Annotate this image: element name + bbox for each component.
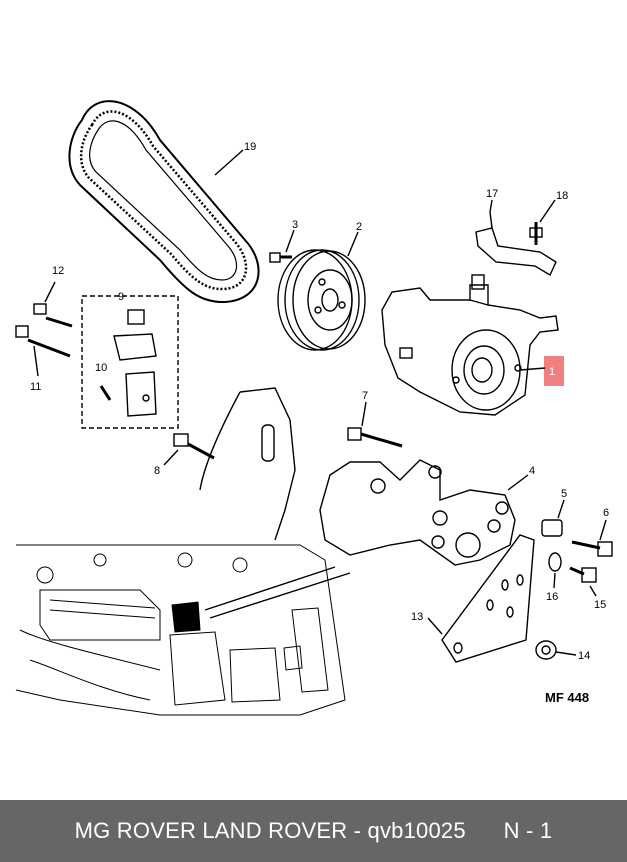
callout-12: 12 xyxy=(52,265,64,277)
callout-15: 15 xyxy=(594,599,606,611)
callout-18: 18 xyxy=(556,190,568,202)
callout-13: 13 xyxy=(411,611,423,623)
leader-3 xyxy=(285,229,295,253)
callout-2: 2 xyxy=(356,221,362,233)
bolt-6 xyxy=(571,540,613,557)
inset-pointer-a xyxy=(204,566,336,611)
pulley xyxy=(277,249,366,351)
callout-6: 6 xyxy=(603,507,609,519)
callout-9: 9 xyxy=(118,291,124,303)
leader-12 xyxy=(44,281,56,303)
callout-16: 16 xyxy=(546,591,558,603)
bracket-clip-17 xyxy=(475,211,557,277)
nut-14 xyxy=(535,640,557,660)
parts-diagram: 19 3 2 17 18 xyxy=(15,100,613,716)
footer-page: N - 1 xyxy=(503,818,553,843)
callout-7: 7 xyxy=(362,390,368,402)
callout-11: 11 xyxy=(30,381,41,393)
drive-belt xyxy=(68,100,260,304)
callout-8: 8 xyxy=(154,465,160,477)
plate-13 xyxy=(441,534,535,663)
pin-10 xyxy=(99,385,112,401)
callout-5: 5 xyxy=(561,488,567,500)
spacer-5 xyxy=(541,519,563,537)
slot xyxy=(261,424,275,462)
leader-7 xyxy=(361,401,367,427)
leader-5 xyxy=(557,499,565,519)
callout-3: 3 xyxy=(292,219,298,231)
callout-1: 1 xyxy=(549,366,555,378)
leader-13 xyxy=(427,617,443,635)
leader-16 xyxy=(553,572,556,589)
highlight-1 xyxy=(544,356,564,386)
bolt-7 xyxy=(347,427,403,448)
leader-2 xyxy=(347,231,359,257)
footer-title: MG ROVER LAND ROVER - qvb10025 xyxy=(74,818,466,843)
bolt-15 xyxy=(569,566,597,583)
footer-bar: MG ROVER LAND ROVER - qvb10025 N - 1 xyxy=(0,800,627,862)
callout-4: 4 xyxy=(529,465,535,477)
figure-code: MF 448 xyxy=(545,690,589,705)
leader-19 xyxy=(214,149,244,176)
bolt-18 xyxy=(529,222,543,245)
leader-8 xyxy=(163,449,179,466)
bolt-8 xyxy=(173,433,215,460)
leader-17 xyxy=(489,199,493,213)
leader-11 xyxy=(33,345,39,377)
leader-1 xyxy=(519,367,546,371)
inset-pointer-b xyxy=(209,572,351,619)
mount-outline xyxy=(199,387,296,541)
callout-14: 14 xyxy=(578,650,590,662)
callout-19: 19 xyxy=(244,141,256,153)
callout-10: 10 xyxy=(95,362,107,374)
leader-14 xyxy=(555,651,577,656)
bolt-11 xyxy=(15,325,71,358)
tensioner-assembly xyxy=(113,309,157,417)
washer-16 xyxy=(548,552,562,572)
leader-6 xyxy=(599,519,607,541)
leader-18 xyxy=(539,199,556,223)
mounting-bracket xyxy=(319,459,516,566)
leader-15 xyxy=(589,585,597,597)
bolt-12 xyxy=(33,303,73,328)
bolt-3 xyxy=(269,252,292,263)
engine-bay-inset xyxy=(15,544,346,716)
steering-pump xyxy=(381,274,559,416)
callout-17: 17 xyxy=(486,188,498,200)
tensioner-box xyxy=(81,295,179,429)
leader-4 xyxy=(507,474,529,491)
